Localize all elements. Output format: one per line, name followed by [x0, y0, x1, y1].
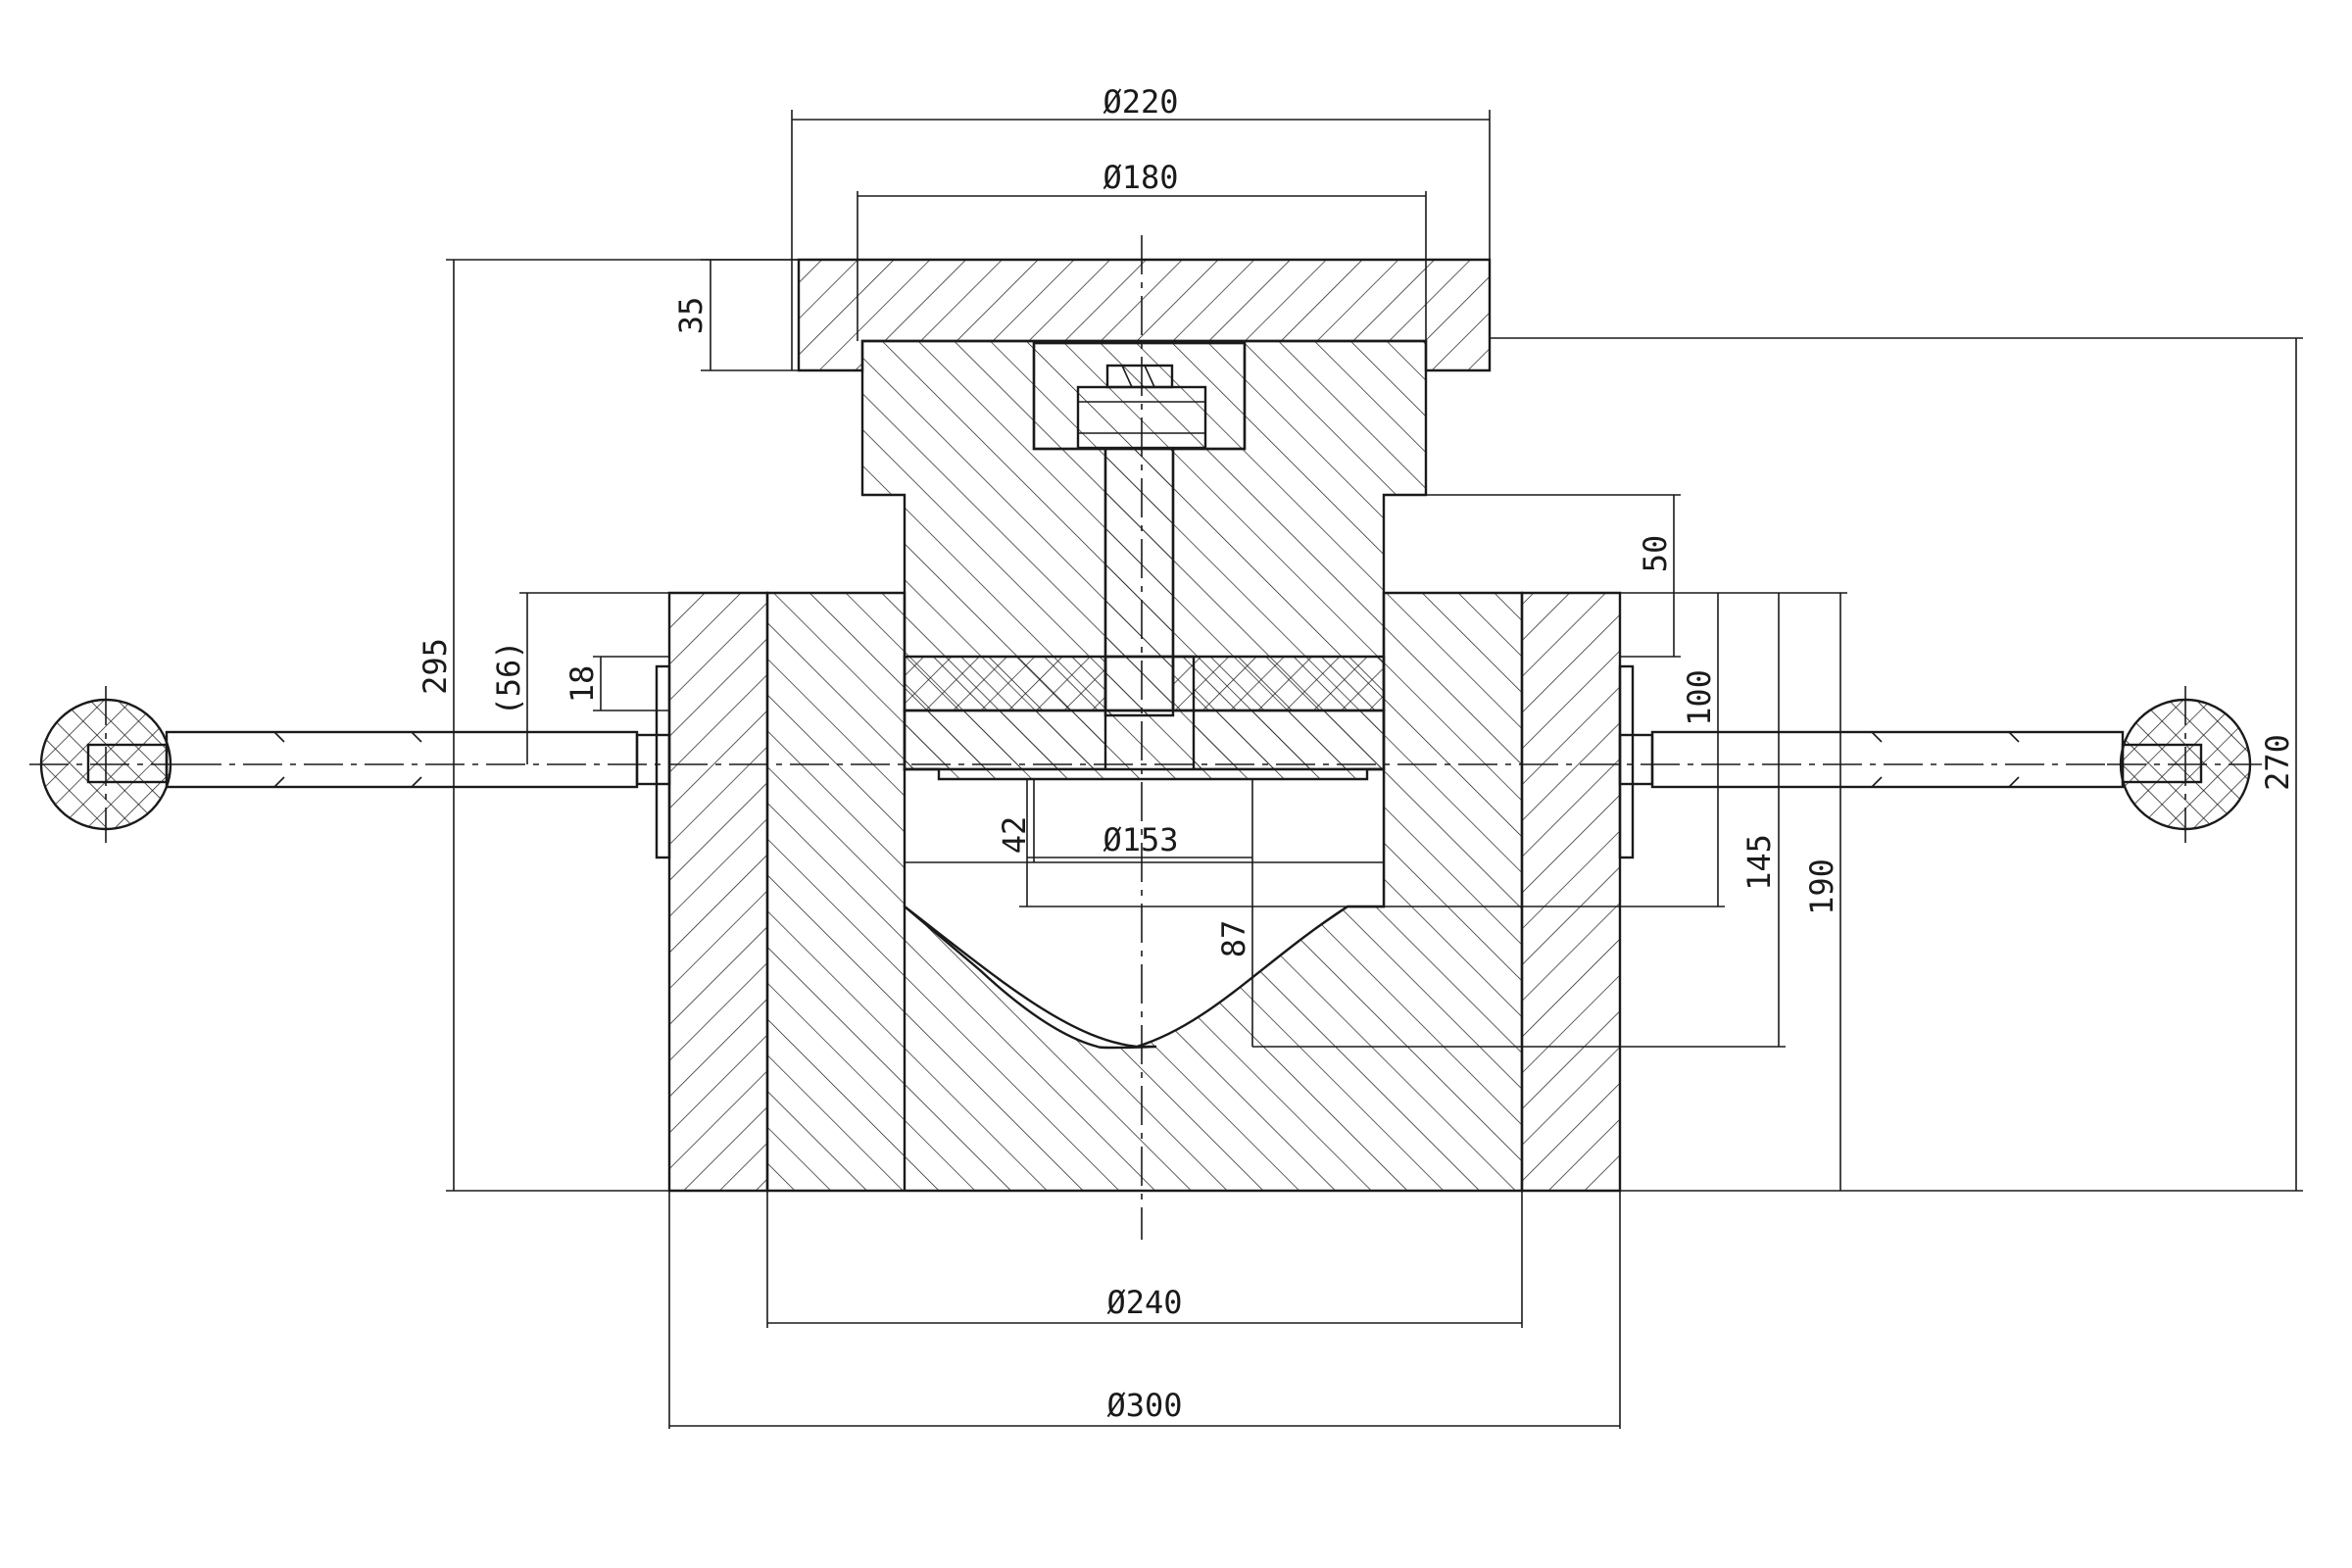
- dim-h56: (56): [490, 640, 527, 715]
- dim-h145: 145: [1740, 834, 1778, 891]
- dimension-lines: [446, 110, 2303, 1429]
- dim-h190: 190: [1803, 858, 1840, 915]
- right-handle: [1618, 664, 2262, 859]
- dim-h87: 87: [1215, 920, 1252, 958]
- punch-plate: [903, 709, 1386, 781]
- dim-h295: 295: [416, 638, 454, 695]
- dim-h50: 50: [1637, 535, 1674, 573]
- dim-h42: 42: [996, 816, 1033, 855]
- dim-h270: 270: [2259, 734, 2296, 791]
- dim-d180: Ø180: [1102, 159, 1178, 196]
- dim-d153: Ø153: [1102, 821, 1178, 858]
- dim-d240: Ø240: [1106, 1284, 1182, 1321]
- dim-d220: Ø220: [1102, 83, 1178, 121]
- dim-h35: 35: [672, 297, 710, 335]
- dimension-labels: Ø220 Ø180 Ø153 Ø240 Ø300 35 295 (56) 18 …: [416, 83, 2296, 1424]
- dim-h18: 18: [564, 665, 601, 704]
- dim-h100: 100: [1681, 669, 1718, 726]
- liner-ring: [903, 655, 1386, 712]
- die-cavity: [903, 767, 1386, 1049]
- left-handle: [29, 664, 671, 859]
- dim-d300: Ø300: [1106, 1387, 1182, 1424]
- cavity-lines: [905, 779, 1384, 1047]
